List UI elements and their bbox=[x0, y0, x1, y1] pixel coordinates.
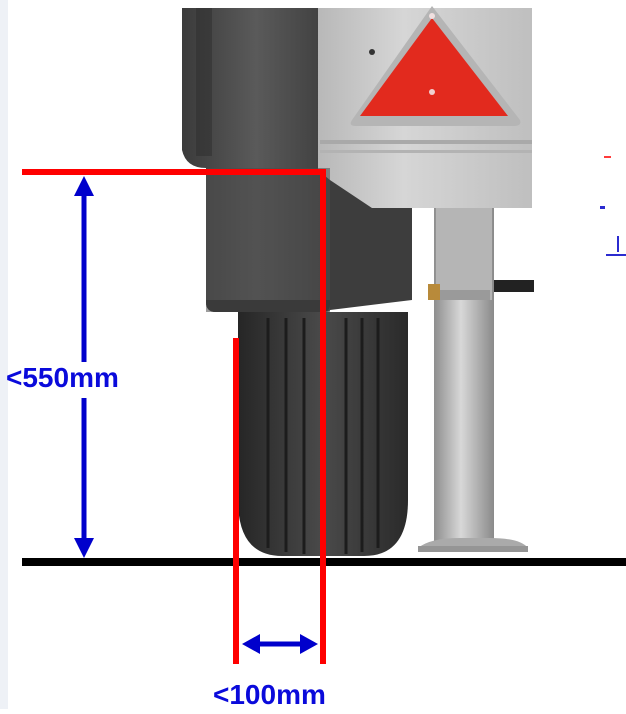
triangle-reflector-icon bbox=[350, 6, 521, 126]
limit-lines bbox=[22, 169, 326, 664]
jack-stand bbox=[418, 205, 534, 552]
cropped-artifacts bbox=[600, 156, 626, 256]
mudguard bbox=[182, 8, 412, 312]
height-dimension-arrow bbox=[74, 176, 94, 558]
width-limit-label: <100mm bbox=[213, 679, 326, 710]
page-edge bbox=[0, 0, 8, 709]
height-limit-label: <550mm bbox=[6, 362, 119, 393]
width-dimension-arrow bbox=[242, 634, 318, 654]
